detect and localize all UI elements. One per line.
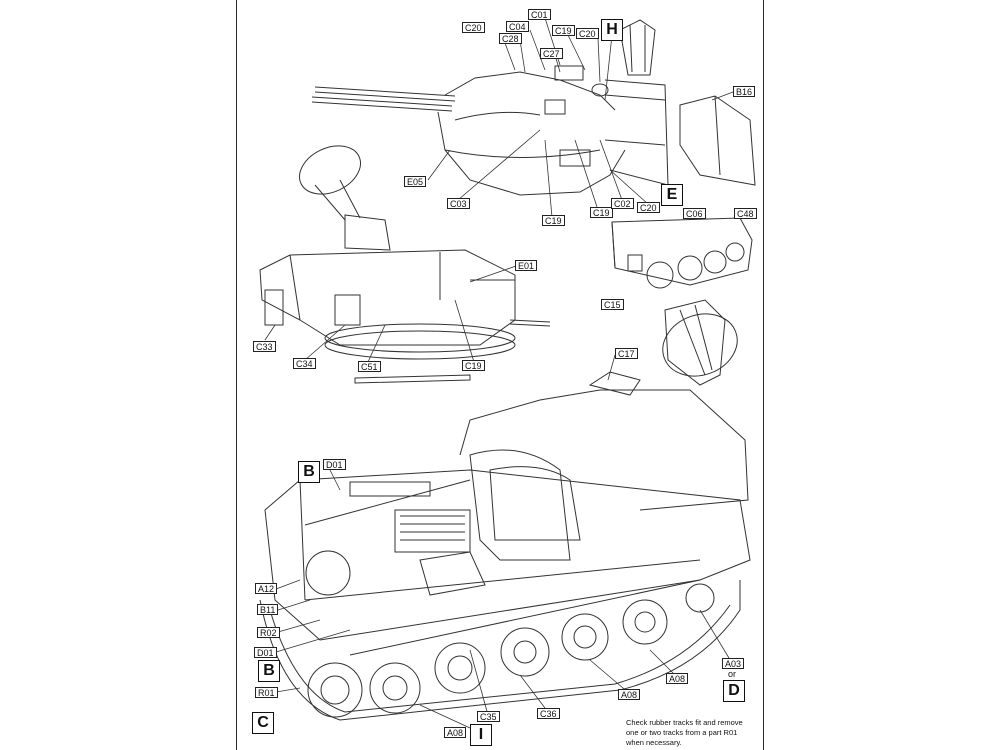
or-text: or — [728, 669, 737, 679]
label-c19: C19 — [552, 25, 575, 36]
label-a08: A08 — [618, 689, 641, 700]
callout-c: C — [252, 712, 274, 734]
label-c36: C36 — [537, 708, 560, 719]
label-d01: D01 — [323, 459, 346, 470]
label-e05: E05 — [404, 176, 427, 187]
callout-b: B — [298, 461, 320, 483]
label-c27: C27 — [540, 48, 563, 59]
label-c20: C20 — [576, 28, 599, 39]
turret-assembly-top — [311, 19, 756, 196]
label-c01: C01 — [528, 9, 551, 20]
callout-b: B — [258, 660, 280, 682]
assembly-note: Check rubber tracks fit and remove one o… — [626, 718, 743, 747]
label-a08: A08 — [666, 673, 689, 684]
label-d01: D01 — [254, 647, 277, 658]
label-a03: A03 — [722, 658, 745, 669]
label-c33: C33 — [253, 341, 276, 352]
callout-i: I — [470, 724, 492, 746]
callout-h: H — [601, 19, 623, 41]
label-r02: R02 — [257, 627, 280, 638]
label-c35: C35 — [477, 711, 500, 722]
instruction-sheet — [236, 0, 764, 750]
label-c20: C20 — [637, 202, 660, 213]
label-r01: R01 — [255, 687, 278, 698]
callout-e: E — [661, 184, 683, 206]
label-c04: C04 — [506, 21, 529, 32]
label-c34: C34 — [293, 358, 316, 369]
vehicle-main — [259, 299, 751, 721]
label-a08: A08 — [444, 727, 467, 738]
label-c48: C48 — [734, 208, 757, 219]
label-e01: E01 — [515, 260, 538, 271]
label-c03: C03 — [447, 198, 470, 209]
callout-d: D — [723, 680, 745, 702]
label-b16: B16 — [733, 86, 756, 97]
label-c17: C17 — [615, 348, 638, 359]
label-c06: C06 — [683, 208, 706, 219]
label-b11: B11 — [257, 604, 279, 615]
label-c19: C19 — [590, 207, 613, 218]
label-c51: C51 — [358, 361, 381, 372]
label-c19: C19 — [542, 215, 565, 226]
label-c02: C02 — [611, 198, 634, 209]
turret-assembly-middle — [259, 145, 551, 384]
label-c20: C20 — [462, 22, 485, 33]
chassis-inset — [611, 217, 753, 289]
label-c15: C15 — [601, 299, 624, 310]
label-c28: C28 — [499, 33, 522, 44]
leader-lines — [264, 17, 734, 729]
label-a12: A12 — [255, 583, 278, 594]
label-c19: C19 — [462, 360, 485, 371]
